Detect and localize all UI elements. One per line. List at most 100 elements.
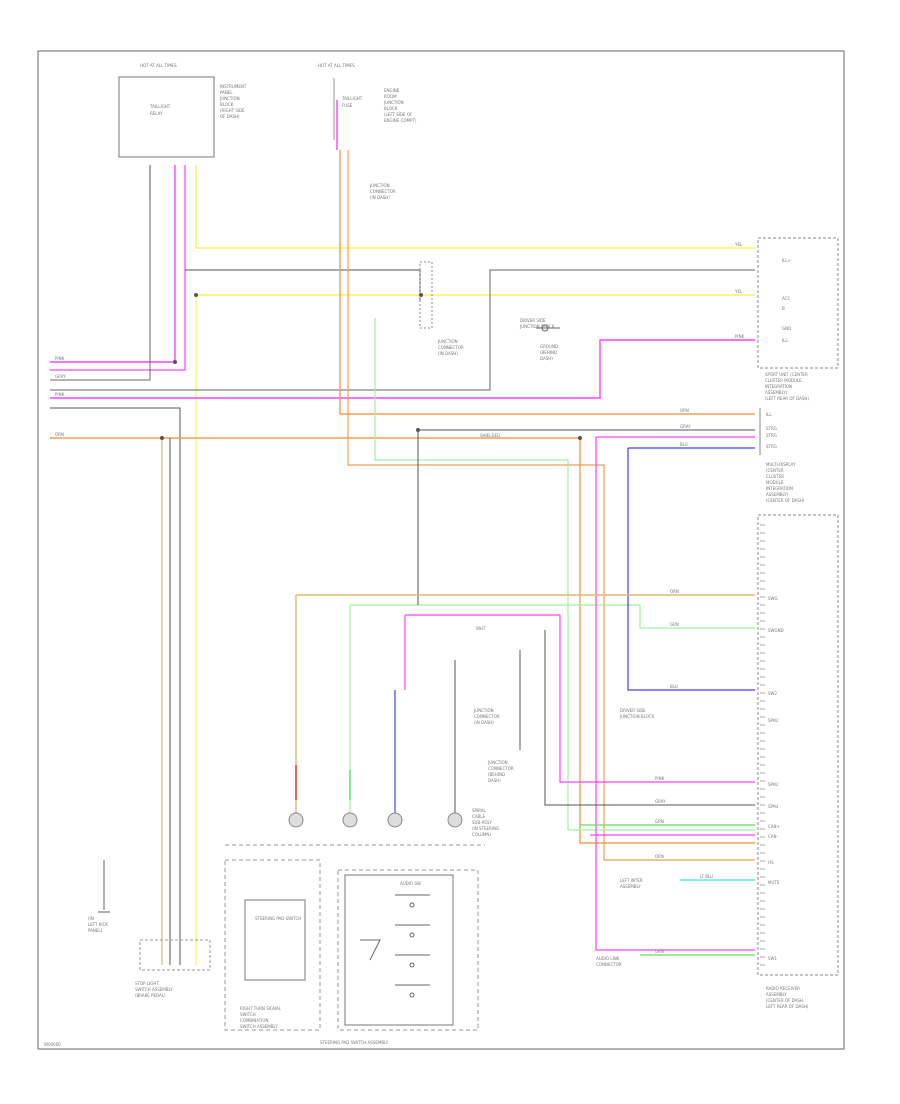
taillight-relay-name: RELAY <box>150 111 163 116</box>
taillight-relay-name: TAILLIGHT <box>149 104 171 109</box>
sport-unit-pin: ILL+ <box>782 258 791 263</box>
combination-switch-label: SWITCH <box>240 1012 256 1017</box>
radio-receiver-box <box>757 514 839 976</box>
diagram-frame <box>37 50 845 1050</box>
radio-pin: SPAU <box>768 804 778 809</box>
taillight-relay-location: PANEL <box>220 90 233 95</box>
wire-tag: GRAY <box>55 374 66 379</box>
sport-unit-pin: ACC <box>782 296 790 301</box>
wire-tag: GRN <box>655 819 664 824</box>
junction-label: CONNECTOR <box>474 714 500 719</box>
combination-switch-label: RIGHT TURN SIGNAL <box>240 1006 282 1011</box>
wire-tag: LT BLU <box>700 874 713 879</box>
multi-display-title: MULTI-DISPLAY(CENTERCLUSTERMODULEINTEGRA… <box>766 462 805 503</box>
stop-light-label: SWITCH ASSEMBLY <box>135 987 173 992</box>
multi-display-title-line: INTEGRATION <box>766 486 793 491</box>
combination-switch-label: SWITCH ASSEMBLY <box>240 1024 278 1029</box>
stop-light-label: STOP LIGHT <box>135 981 159 986</box>
side-connector-label: DRIVER SIDE <box>520 318 546 323</box>
wire-tag: PINK <box>735 334 745 339</box>
spiral-cable-label: SUB-ASSY <box>472 820 492 825</box>
spiral-cable-label: CABLE <box>472 814 486 819</box>
wire-tag: WHT <box>476 626 486 631</box>
junction-label: JUNCTION <box>487 760 508 765</box>
left-ground-symbol <box>98 860 110 913</box>
radio-title-line: (CENTER OF DASH, <box>766 998 804 1003</box>
taillight-relay-location: (RIGHT SIDE <box>220 108 245 113</box>
pad-inner-label: AUDIO SW <box>400 881 421 886</box>
side-connector-label: LEFT INTER <box>620 878 643 883</box>
multi-display-title-line: ASSEMBLY) <box>766 492 789 497</box>
fuse-location: ENGINE <box>384 88 400 93</box>
radio-title-line: RADIO RECEIVER <box>766 986 800 991</box>
wire-tag: YEL <box>734 242 743 247</box>
sport-unit-title-line: (LEFT REAR OF DASH) <box>765 396 809 401</box>
junction-label: (BEHIND <box>488 772 505 777</box>
wire-tag: YEL <box>734 289 743 294</box>
splice-label: (IN DASH) <box>370 195 390 200</box>
spiral-cable-label: (IN STEERING <box>472 826 499 831</box>
radio-pin: SWGND <box>768 628 784 633</box>
ground-label-line: PANEL) <box>88 928 103 933</box>
turn-switch-inner: STEERING PAD SWITCH <box>255 916 301 921</box>
multi-display-pin: ILL <box>766 412 772 417</box>
stop-light-connector <box>139 939 211 971</box>
radio-pin: SPAU <box>768 782 778 787</box>
fuse-name: TAILLIGHT <box>341 96 363 101</box>
sport-unit-pin: GND <box>782 326 791 331</box>
sport-unit-box <box>757 237 839 369</box>
wire-tag: GRAY <box>655 799 666 804</box>
splice-label: JUNCTION <box>369 183 390 188</box>
combination-switch-box <box>224 859 321 1031</box>
splice-dots <box>160 293 582 440</box>
wire-routes <box>50 100 755 965</box>
side-connector-label: JUNCTION BLOCK <box>519 324 555 329</box>
multi-display-title-line: (CENTER OF DASH) <box>766 498 805 503</box>
ground-label-line: LEFT KICK <box>88 922 108 927</box>
tc-header: HOT AT ALL TIMES <box>318 63 355 68</box>
radio-pin: HS <box>768 860 774 865</box>
fuse-name: FUSE <box>342 103 353 108</box>
fuse-location: ENGINE COMPT) <box>384 118 417 123</box>
wire-tag: PINK <box>55 392 65 397</box>
wire-tag: BLU <box>680 442 688 447</box>
multi-display-title-line: MODULE <box>766 480 784 485</box>
pad-switch-inner-box <box>344 874 454 1026</box>
tl-name-lines: TAILLIGHT RELAY <box>149 104 171 116</box>
wire-tag: BLU <box>670 684 678 689</box>
junction-label: JUNCTION <box>473 708 494 713</box>
side-connector-label: AUDIO LINK <box>596 956 620 961</box>
wire-tag: ORN <box>55 432 64 437</box>
fuse-location: ROOM <box>384 94 397 99</box>
multi-display-pin: STRG <box>766 426 777 431</box>
multi-display-title-line: CLUSTER <box>766 474 784 479</box>
side-connector-label: ASSEMBLY <box>620 884 641 889</box>
radio-receiver-ticks <box>760 524 765 966</box>
tc-name-lines: TAILLIGHT FUSE <box>341 96 363 108</box>
ground-label-line: GROUND <box>540 344 558 349</box>
sport-unit-title-line: INTEGRATION <box>765 384 792 389</box>
sport-unit-pin: B <box>782 306 785 311</box>
junction-label: DASH) <box>488 778 501 783</box>
ground-label-line: DASH) <box>540 356 553 361</box>
spiral-cable-label: COLUMN) <box>472 832 491 837</box>
radio-pin: CAN+ <box>768 824 780 829</box>
wire-tag: GRN <box>655 949 664 954</box>
wire-tag: PINK <box>655 776 665 781</box>
sport-unit-pin: ILL- <box>782 338 790 343</box>
taillight-relay-box <box>118 76 215 158</box>
side-connector-label: JUNCTION BLOCK <box>619 714 655 719</box>
wire-tag: PINK <box>55 356 65 361</box>
multi-display-pin: STRG <box>766 433 777 438</box>
wire-tag: GRN <box>670 622 679 627</box>
